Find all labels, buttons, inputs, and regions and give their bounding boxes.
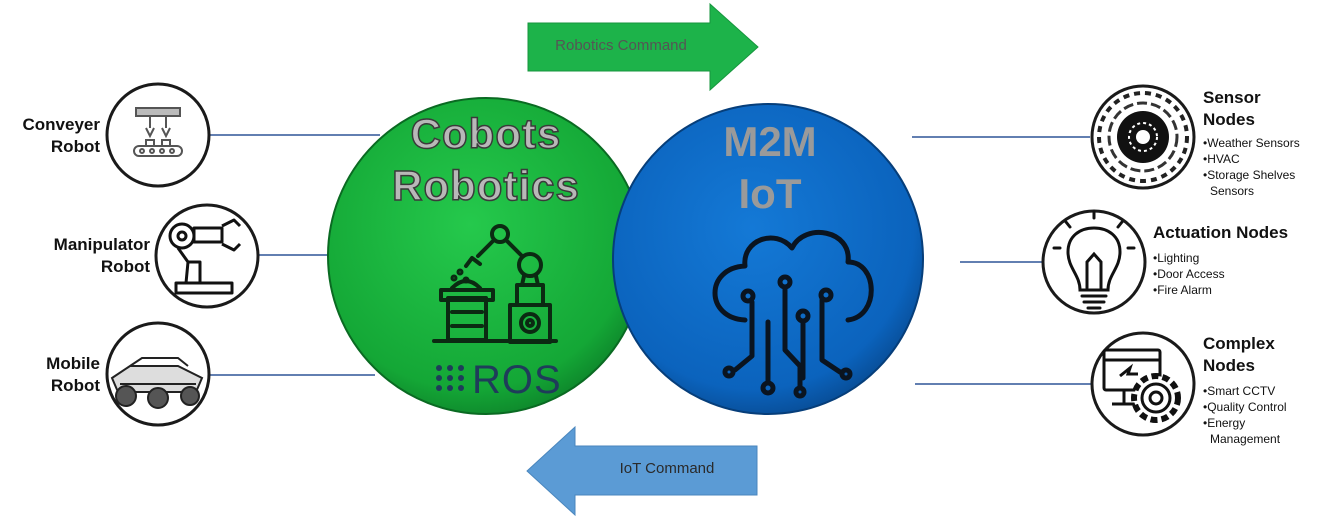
m2m-iot-circle — [612, 103, 924, 415]
list-item: Quality Control — [1203, 399, 1318, 415]
list-item: HVAC — [1203, 151, 1318, 167]
list-item: Lighting — [1153, 250, 1321, 266]
node-title: Sensor — [1203, 88, 1261, 107]
actuation-nodes-badge — [1041, 209, 1147, 315]
robot-arm-illustration — [432, 224, 558, 344]
list-item: Energy Management — [1203, 415, 1292, 447]
sensor-nodes-group: Sensor Nodes Weather Sensors HVAC Storag… — [1203, 87, 1318, 199]
conveyor-robot-icon — [133, 107, 183, 157]
mobile-robot-label: Mobile Robot — [0, 353, 100, 397]
label-line: Robot — [50, 376, 100, 395]
node-title: Nodes — [1203, 356, 1255, 375]
conveyer-robot-label: Conveyer Robot — [0, 114, 100, 158]
label-line: Mobile — [46, 354, 100, 373]
iot-command-label: IoT Command — [619, 460, 715, 477]
list-item: Fire Alarm — [1153, 282, 1321, 298]
label-line: Robot — [100, 257, 150, 276]
list-item: Storage Shelves Sensors — [1203, 167, 1308, 199]
sensor-icon — [1097, 91, 1189, 183]
list-item: Weather Sensors — [1203, 135, 1318, 151]
complex-nodes-group: Complex Nodes Smart CCTV Quality Control… — [1203, 333, 1318, 447]
iot-title: IoT — [738, 170, 802, 217]
node-title: Complex — [1203, 334, 1275, 353]
list-item: Smart CCTV — [1203, 383, 1318, 399]
label-line: Conveyer — [22, 115, 100, 134]
manipulator-robot-label: Manipulator Robot — [20, 234, 150, 278]
robotics-title: Robotics — [391, 161, 580, 210]
iot-command-arrow — [526, 425, 758, 517]
ros-logo-text: ROS — [472, 358, 562, 402]
gear-monitor-icon — [1102, 348, 1181, 423]
conveyer-robot-badge — [105, 82, 211, 188]
lightbulb-icon — [1052, 210, 1136, 310]
list-item: Door Access — [1153, 266, 1321, 282]
actuation-nodes-group: Actuation Nodes Lighting Door Access Fir… — [1153, 222, 1321, 298]
m2m-title: M2M — [723, 118, 817, 165]
node-title: Actuation Nodes — [1153, 223, 1289, 242]
label-line: Manipulator — [53, 235, 150, 254]
robotics-command-label: Robotics Command — [555, 37, 687, 54]
cloud-circuit-illustration — [712, 230, 874, 399]
cobots-title: Cobots — [410, 109, 562, 158]
mobile-robot-icon — [110, 357, 204, 409]
ros-logo-dots — [436, 365, 464, 391]
bullet-list: Lighting Door Access Fire Alarm — [1153, 250, 1321, 298]
label-line: Robot — [50, 137, 100, 156]
robot-arm-icon — [168, 218, 242, 295]
node-title: Nodes — [1203, 110, 1255, 129]
bullet-list: Weather Sensors HVAC Storage Shelves Sen… — [1203, 135, 1318, 199]
bullet-list: Smart CCTV Quality Control Energy Manage… — [1203, 383, 1318, 447]
robotics-command-arrow — [527, 2, 759, 92]
